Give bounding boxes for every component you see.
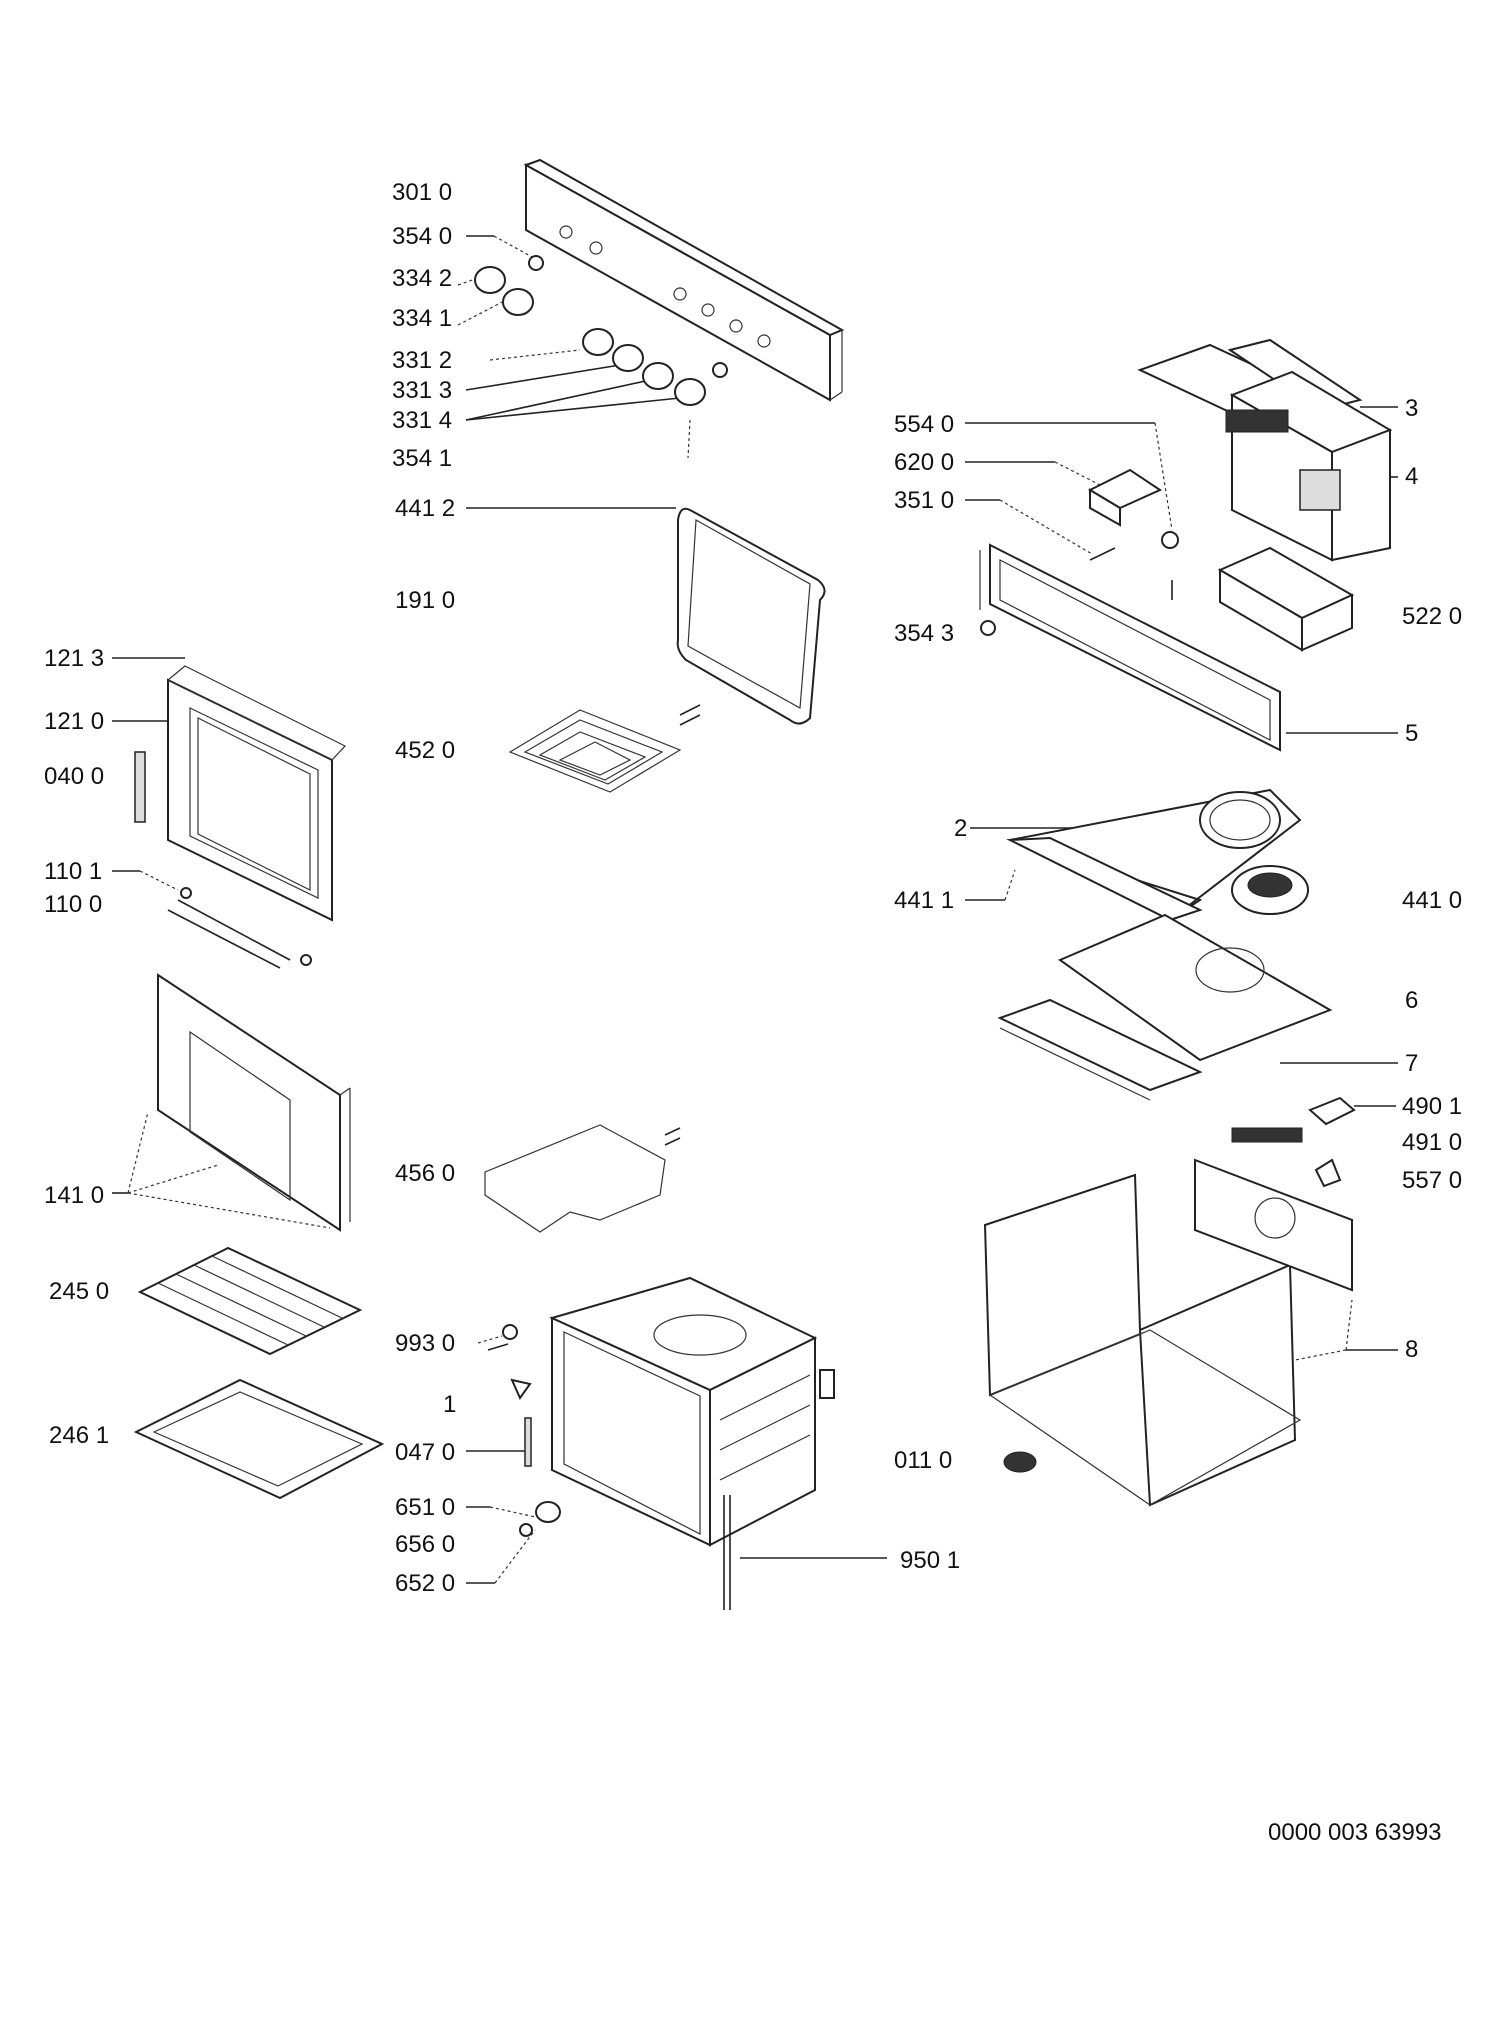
- label-554-0: 554 0: [894, 411, 954, 438]
- label-354-0: 354 0: [392, 223, 452, 250]
- oven-door-drawing: [134, 665, 346, 969]
- label-651-0: 651 0: [395, 1494, 455, 1521]
- label-491-0: 491 0: [1402, 1129, 1462, 1156]
- label-121-0: 121 0: [44, 708, 104, 735]
- switch-block-drawing: [1087, 468, 1179, 600]
- label-7: 7: [1405, 1050, 1418, 1077]
- label-334-1: 334 1: [392, 305, 452, 332]
- door-seal-drawing: [676, 507, 826, 725]
- part-labels: 301 0 354 0 334 2 334 1 331 2 331 3 331 …: [44, 179, 1462, 1846]
- label-1: 1: [443, 1391, 456, 1418]
- label-351-0: 351 0: [894, 487, 954, 514]
- rear-plate-drawing: [997, 913, 1333, 1101]
- label-334-2: 334 2: [392, 265, 452, 292]
- label-656-0: 656 0: [395, 1531, 455, 1558]
- label-011-0: 011 0: [894, 1447, 952, 1474]
- label-331-2: 331 2: [392, 347, 452, 374]
- front-frame-drawing: [979, 543, 1281, 752]
- label-040-0: 040 0: [44, 763, 104, 790]
- label-8: 8: [1405, 1336, 1418, 1363]
- label-121-3: 121 3: [44, 645, 104, 672]
- top-cover-drawing: [1137, 338, 1393, 562]
- label-522-0: 522 0: [1402, 603, 1462, 630]
- label-652-0: 652 0: [395, 1570, 455, 1597]
- small-parts-drawing: [487, 1324, 731, 1610]
- label-110-0: 110 0: [44, 891, 102, 918]
- control-module-drawing: [1217, 546, 1355, 652]
- baking-tray-drawing: [133, 1378, 385, 1500]
- label-441-0: 441 0: [1402, 887, 1462, 914]
- label-452-0: 452 0: [395, 737, 455, 764]
- label-456-0: 456 0: [395, 1160, 455, 1187]
- fan-cover-drawing: [1006, 788, 1309, 922]
- label-354-3: 354 3: [894, 620, 954, 647]
- label-5: 5: [1405, 720, 1418, 747]
- label-993-0: 993 0: [395, 1330, 455, 1357]
- label-2: 2: [954, 815, 967, 842]
- label-331-4: 331 4: [392, 407, 452, 434]
- label-191-0: 191 0: [395, 587, 455, 614]
- label-331-3: 331 3: [392, 377, 452, 404]
- label-557-0: 557 0: [1402, 1167, 1462, 1194]
- label-490-1: 490 1: [1402, 1093, 1462, 1120]
- knobs-drawing: [474, 255, 728, 406]
- label-354-1: 354 1: [392, 445, 452, 472]
- oven-cavity-drawing: [549, 1276, 835, 1547]
- label-301-0: 301 0: [392, 179, 452, 206]
- wire-rack-drawing: [137, 1246, 363, 1356]
- outer-casing-drawing: [983, 1158, 1353, 1507]
- label-246-1: 246 1: [49, 1422, 109, 1449]
- leader-lines: [112, 235, 1398, 1584]
- label-950-1: 950 1: [900, 1547, 960, 1574]
- label-441-1: 441 1: [894, 887, 954, 914]
- label-4: 4: [1405, 463, 1418, 490]
- control-panel-drawing: [523, 158, 845, 402]
- document-number: 0000 003 63993: [1268, 1819, 1442, 1846]
- label-047-0: 047 0: [395, 1439, 455, 1466]
- bottom-element-drawing: [484, 1124, 681, 1233]
- label-3: 3: [1405, 395, 1418, 422]
- grill-element-drawing: [508, 704, 701, 793]
- label-6: 6: [1405, 987, 1418, 1014]
- label-620-0: 620 0: [894, 449, 954, 476]
- label-245-0: 245 0: [49, 1278, 109, 1305]
- label-110-1: 110 1: [44, 858, 102, 885]
- door-glass-drawing: [157, 973, 351, 1232]
- terminal-parts-drawing: [1231, 1096, 1356, 1188]
- label-441-2: 441 2: [395, 495, 455, 522]
- label-141-0: 141 0: [44, 1182, 104, 1209]
